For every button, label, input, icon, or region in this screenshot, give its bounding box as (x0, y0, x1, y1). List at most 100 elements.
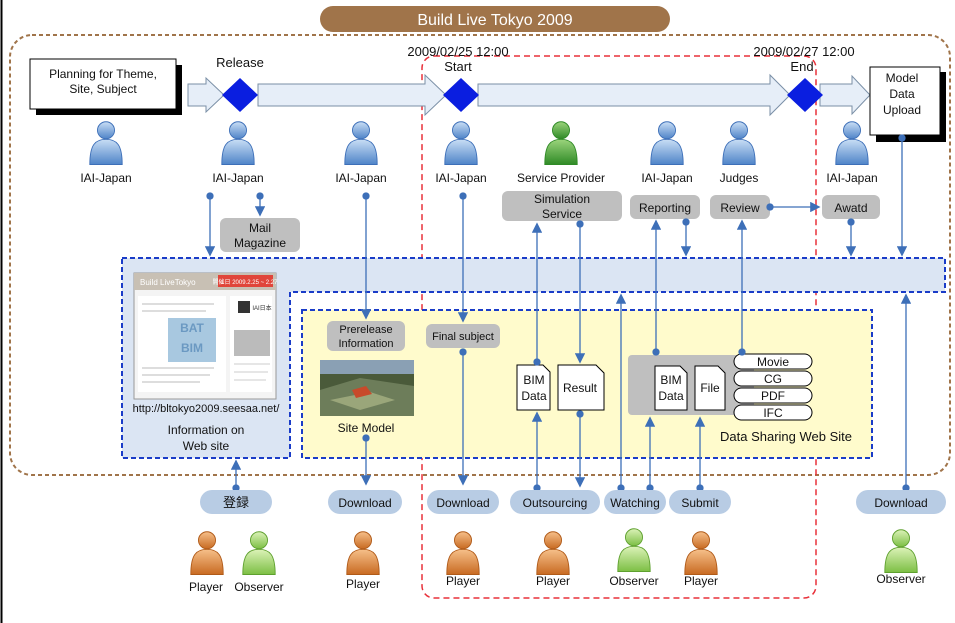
download-label-1: Download (338, 496, 391, 510)
planning-line-2: Site, Subject (69, 82, 137, 96)
mail-line-1: Mail (249, 221, 271, 235)
format-list (733, 353, 813, 421)
diagram-title: Build Live Tokyo 2009 (417, 12, 572, 29)
upload-box (869, 66, 941, 136)
actor-judges: Judges (720, 171, 759, 185)
player-label-1: Player (189, 580, 223, 594)
start-diamond (443, 78, 479, 112)
timeline-arrows (187, 73, 871, 117)
prerelease-line-1: Prerelease (339, 324, 392, 336)
start-label: Start (444, 59, 472, 74)
milestone-diamonds (222, 78, 823, 112)
mail-line-2: Magazine (234, 236, 286, 250)
svg-text:BIM: BIM (181, 341, 203, 355)
start-date: 2009/02/25 12:00 (407, 44, 508, 59)
website-url: http://bltokyo2009.seesaa.net/ (133, 403, 281, 415)
player-person-icon (536, 531, 570, 575)
submit-label: Submit (681, 496, 719, 510)
observer-label-1: Observer (234, 580, 283, 594)
observer-person-icon (884, 529, 918, 573)
website-caption-2: Web site (183, 439, 230, 453)
reporting-pill (630, 195, 700, 219)
player-label-5: Player (684, 574, 718, 588)
planning-box (29, 58, 177, 110)
format-cg: CG (764, 372, 782, 386)
screenshot-header: Build LiveTokyo (140, 278, 196, 287)
prerelease-line-2: Information (338, 338, 393, 350)
award-label: Awatd (834, 201, 867, 215)
download-pill-1 (328, 490, 402, 514)
actor-iai-6: IAI-Japan (826, 171, 877, 185)
outsourcing-pill (510, 490, 600, 514)
simulation-line-1: Simulation (534, 192, 590, 206)
actor-iai-1: IAI-Japan (80, 171, 131, 185)
iai-person-icon (221, 121, 255, 165)
flow-connectors (204, 134, 912, 492)
upload-line-3: Upload (883, 103, 921, 117)
prerelease-pill (327, 321, 405, 351)
download-pill-2 (427, 490, 499, 514)
end-diamond (787, 78, 823, 112)
site-model-image (320, 360, 414, 416)
screenshot-badge: 開催日 2009.2.25 ~ 2.27 (213, 278, 279, 286)
bottom-participants (190, 528, 918, 575)
player-person-icon (190, 531, 224, 575)
observer-person-icon (617, 528, 651, 572)
actor-iai-2: IAI-Japan (212, 171, 263, 185)
final-subject-label: Final subject (432, 331, 494, 343)
svg-text:IAI日本: IAI日本 (252, 304, 271, 312)
watching-label: Watching (610, 496, 660, 510)
simulation-line-2: Service (542, 207, 582, 221)
download-pill-3 (856, 490, 946, 514)
planning-line-1: Planning for Theme, (49, 67, 157, 81)
actor-iai-5: IAI-Japan (641, 171, 692, 185)
register-pill (200, 490, 272, 514)
top-actors (89, 121, 869, 165)
iai-person-icon (344, 121, 378, 165)
format-movie: Movie (757, 355, 789, 369)
player-person-icon (446, 531, 480, 575)
upload-line-2: Data (889, 87, 915, 101)
submission-bim-1: BIM (660, 373, 681, 387)
reporting-label: Reporting (639, 201, 691, 215)
submit-pill (669, 490, 731, 514)
iai-person-icon (444, 121, 478, 165)
format-pdf: PDF (761, 389, 785, 403)
submission-bim-2: Data (658, 389, 684, 403)
website-screenshot: Build LiveTokyo 開催日 2009.2.25 ~ 2.27 BAT… (133, 272, 279, 400)
watching-pill (604, 490, 666, 514)
bim-line-1: BIM (523, 373, 544, 387)
final-subject-pill (426, 324, 500, 348)
data-sharing-label: Data Sharing Web Site (720, 429, 852, 444)
download-label-2: Download (436, 496, 489, 510)
iai-person-icon (650, 121, 684, 165)
release-diamond (222, 78, 258, 112)
end-label: End (790, 59, 813, 74)
site-model-label: Site Model (338, 421, 395, 435)
actor-iai-4: IAI-Japan (435, 171, 486, 185)
player-label-3: Player (446, 574, 480, 588)
title-bar (320, 6, 670, 32)
file-document-icon (694, 365, 726, 411)
upload-line-1: Model (886, 71, 919, 85)
bim-line-2: Data (521, 389, 547, 403)
review-pill (710, 195, 770, 219)
award-pill (822, 195, 880, 219)
download-label-3: Download (874, 496, 927, 510)
mail-magazine-pill (220, 218, 300, 252)
observer-label-2: Observer (609, 574, 658, 588)
simulation-service-pill (502, 191, 622, 221)
iai-person-icon (835, 121, 869, 165)
website-caption-1: Information on (168, 423, 245, 437)
provider-person-icon (544, 121, 578, 165)
bim-submission-icon (654, 365, 688, 411)
result-document-icon (557, 364, 605, 411)
bim-document-icon (516, 364, 551, 411)
player-person-icon (684, 531, 718, 575)
observer-person-icon (242, 531, 276, 575)
actor-iai-3: IAI-Japan (335, 171, 386, 185)
player-label-4: Player (536, 574, 570, 588)
player-person-icon (346, 531, 380, 575)
format-ifc: IFC (763, 406, 783, 420)
